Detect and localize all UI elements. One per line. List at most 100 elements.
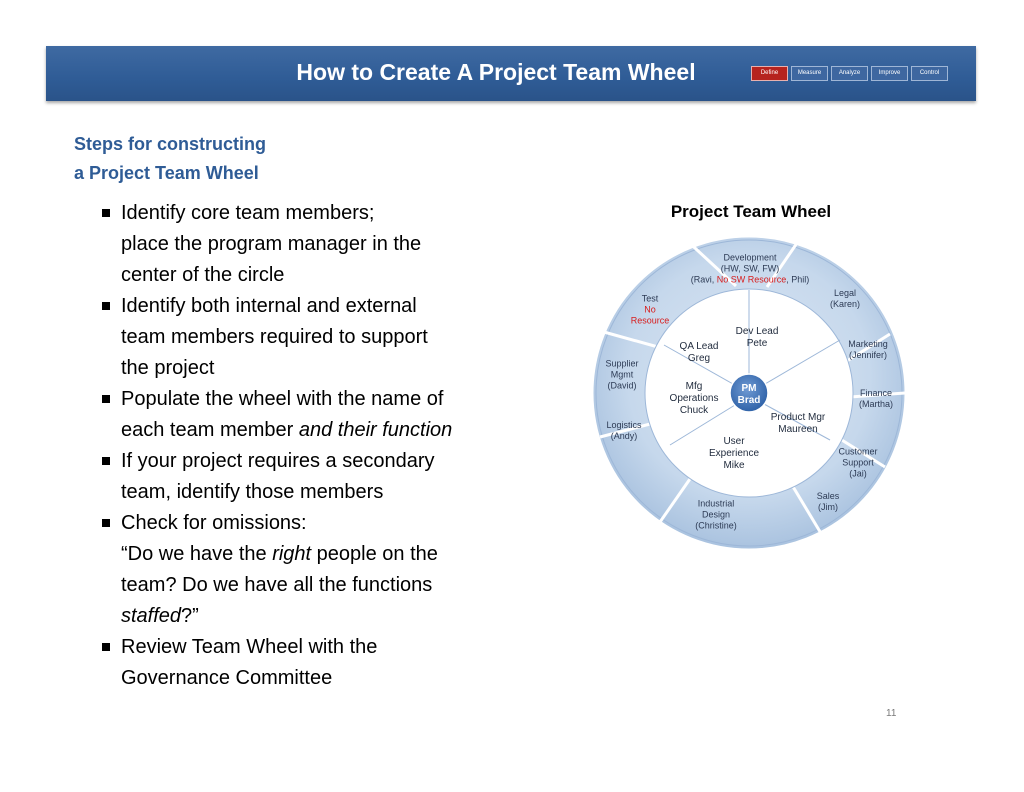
outer-customer-support: Customer Support (Jai) xyxy=(838,447,877,480)
step-text: team members required to support xyxy=(121,326,428,348)
bullet-square-icon xyxy=(102,457,110,465)
role-text: Experience xyxy=(708,448,760,459)
step-item: Populate the wheel with the name of each… xyxy=(102,384,532,446)
role-text: Logistics xyxy=(606,420,642,430)
step-text-plain: each team member xyxy=(121,419,299,441)
role-text: Design xyxy=(701,509,731,520)
step-text: Check for omissions: xyxy=(121,512,307,534)
role-text: Customer xyxy=(838,446,878,457)
person-text: (Jim) xyxy=(817,502,838,512)
step-item: Review Team Wheel with the Governance Co… xyxy=(102,632,532,694)
person-text: (Jai) xyxy=(849,468,867,479)
outer-sales: Sales (Jim) xyxy=(817,491,840,513)
role-text: Support xyxy=(842,457,874,468)
phase-tab-define[interactable]: Define xyxy=(751,66,788,81)
person-text: Maureen xyxy=(778,424,818,435)
role-text: Marketing xyxy=(848,339,888,349)
role-text: Test xyxy=(641,293,659,304)
role-text: Operations xyxy=(669,393,719,404)
step-text: Governance Committee xyxy=(121,667,333,689)
role-text: Product Mgr xyxy=(770,412,826,423)
person-text: (Christine) xyxy=(695,520,737,531)
step-text: team, identify those members xyxy=(121,481,384,503)
slide-number: 11 xyxy=(886,708,897,719)
step-text: Review Team Wheel with the xyxy=(121,636,378,658)
steps-list: Identify core team members; place the pr… xyxy=(102,198,532,694)
phase-tab-analyze[interactable]: Analyze xyxy=(831,66,868,81)
pm-name: Brad xyxy=(737,395,761,406)
steps-heading: Steps for constructing a Project Team Wh… xyxy=(74,130,374,188)
bullet-square-icon xyxy=(102,209,110,217)
person-text: (Ravi, No SW Resource, Phil) xyxy=(691,275,810,286)
step-text-emphasis: staffed xyxy=(121,605,182,627)
role-text: User xyxy=(723,436,745,447)
role-text: QA Lead xyxy=(679,341,719,352)
phase-tab-control[interactable]: Control xyxy=(911,66,948,81)
step-text-plain: “Do we have the xyxy=(121,543,273,565)
person-text: Mike xyxy=(723,460,745,471)
person-text: Chuck xyxy=(679,405,709,416)
inner-product-mgr: Product Mgr Maureen xyxy=(771,412,825,436)
outer-finance: Finance (Martha) xyxy=(859,388,893,410)
steps-heading-line1: Steps for constructing xyxy=(74,134,267,154)
missing-resource-text: No SW Resource xyxy=(716,274,787,285)
inner-mfg-ops: Mfg Operations Chuck xyxy=(670,381,719,417)
bullet-square-icon xyxy=(102,643,110,651)
step-item: If your project requires a secondary tea… xyxy=(102,446,532,508)
step-text: each team member and their function xyxy=(121,415,532,446)
step-text-plain: people on the xyxy=(311,543,438,565)
outer-marketing: Marketing (Jennifer) xyxy=(848,339,888,361)
outer-development: Development (HW, SW, FW) (Ravi, No SW Re… xyxy=(691,253,810,286)
phase-tab-improve[interactable]: Improve xyxy=(871,66,908,81)
step-item: Identify core team members; place the pr… xyxy=(102,198,532,291)
steps-heading-line2: a Project Team Wheel xyxy=(74,163,259,183)
step-text: team? Do we have all the functions xyxy=(121,574,433,596)
outer-industrial-design: Industrial Design (Christine) xyxy=(695,499,737,532)
role-text: Development xyxy=(723,252,777,263)
person-text: , Phil) xyxy=(786,274,810,285)
person-text: (David) xyxy=(607,380,637,391)
role-text: (HW, SW, FW) xyxy=(720,263,780,274)
step-text: “Do we have the right people on the xyxy=(121,539,532,570)
step-item: Identify both internal and external team… xyxy=(102,291,532,384)
person-text: (Andy) xyxy=(610,431,638,441)
person-text: (Jennifer) xyxy=(848,350,888,360)
step-text: Populate the wheel with the name of xyxy=(121,388,444,410)
role-text: Legal xyxy=(833,288,857,298)
bullet-square-icon xyxy=(102,395,110,403)
step-text: Identify both internal and external xyxy=(121,295,417,317)
step-text: staffed?” xyxy=(121,601,532,632)
wheel-title: Project Team Wheel xyxy=(670,202,832,221)
inner-user-experience: User Experience Mike xyxy=(709,436,759,472)
person-text: Pete xyxy=(746,338,768,349)
person-text: Greg xyxy=(687,353,711,364)
role-text: Supplier xyxy=(605,358,639,369)
step-text-emphasis: and their function xyxy=(298,419,453,441)
step-text-plain: ?” xyxy=(181,605,199,627)
phase-tab-measure[interactable]: Measure xyxy=(791,66,828,81)
role-text: Industrial xyxy=(697,498,735,509)
person-text: (Karen) xyxy=(829,299,861,309)
outer-logistics: Logistics (Andy) xyxy=(606,420,641,442)
inner-dev-lead: Dev Lead Pete xyxy=(736,326,779,350)
role-text: Mfg xyxy=(685,381,703,392)
missing-resource-text: No xyxy=(644,304,656,315)
slide-title: How to Create A Project Team Wheel xyxy=(296,59,696,85)
bullet-square-icon xyxy=(102,519,110,527)
person-text: (Ravi, xyxy=(690,274,717,285)
role-text: Dev Lead xyxy=(735,326,779,337)
missing-resource-text: Resource xyxy=(630,315,670,326)
outer-test: Test No Resource xyxy=(631,294,670,327)
step-item: Check for omissions: “Do we have the rig… xyxy=(102,508,532,632)
step-text: Identify core team members; xyxy=(121,202,375,224)
header-bar: How to Create A Project Team Wheel Defin… xyxy=(46,46,976,101)
step-text: the project xyxy=(121,357,215,379)
step-text: place the program manager in the xyxy=(121,233,422,255)
inner-qa-lead: QA Lead Greg xyxy=(680,341,719,365)
outer-supplier-mgmt: Supplier Mgmt (David) xyxy=(605,359,638,392)
step-text: center of the circle xyxy=(121,264,285,286)
step-text: If your project requires a secondary xyxy=(121,450,435,472)
bullet-square-icon xyxy=(102,302,110,310)
role-text: Sales xyxy=(816,491,840,501)
step-text-emphasis: right xyxy=(272,543,312,565)
